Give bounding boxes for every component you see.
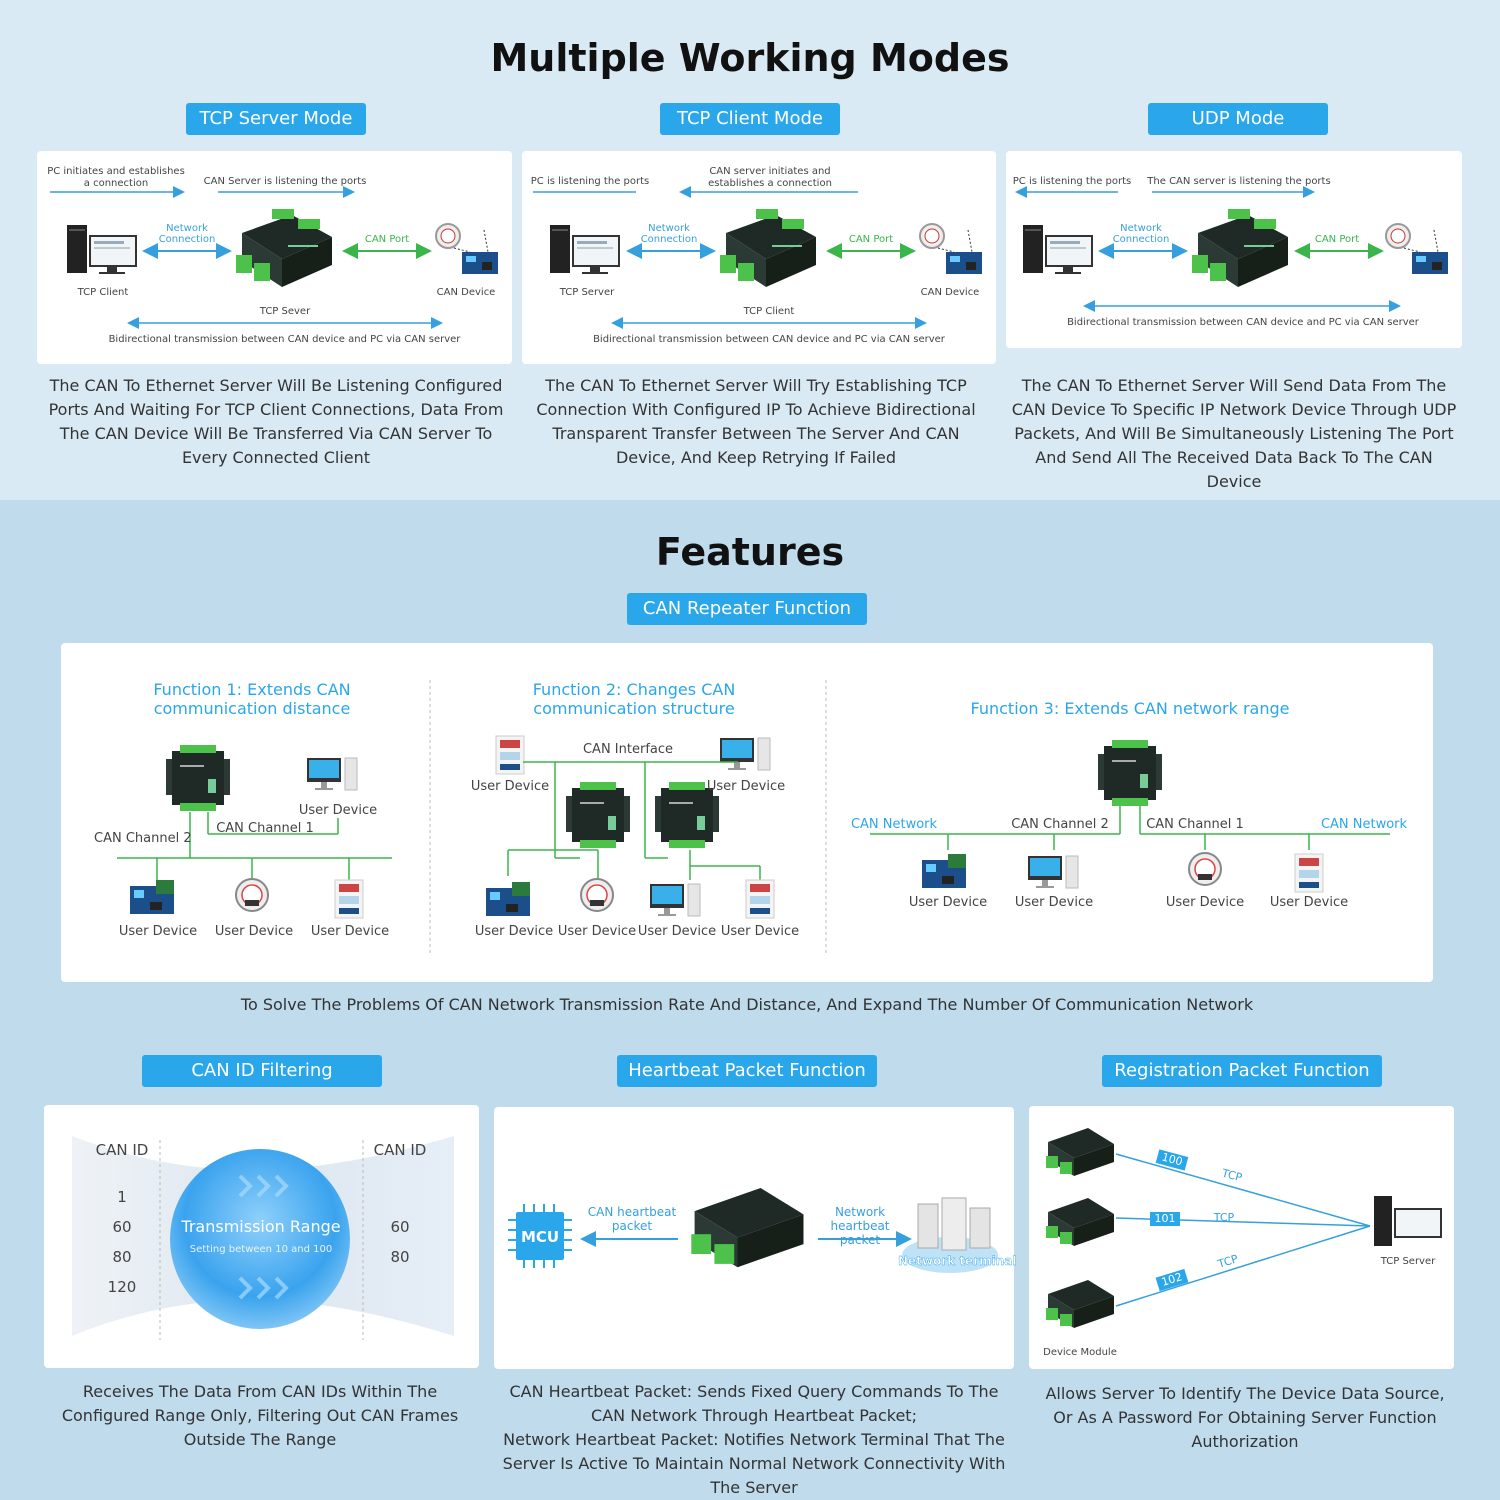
m3-top-left-label: PC is listening the ports — [1012, 176, 1132, 187]
filter-left-id-2: 60 — [112, 1218, 132, 1236]
section-title-features: Features — [655, 530, 845, 574]
mcu-label: MCU — [520, 1228, 560, 1246]
m2-top-right-label: CAN server initiates and establishes a c… — [708, 166, 832, 189]
m1-right-device-label: CAN Device — [436, 287, 496, 298]
filtering-description: Receives The Data From CAN IDs Within Th… — [61, 1382, 459, 1449]
m3-can-port-label: CAN Port — [1314, 234, 1360, 245]
f2-device-2: User Device — [557, 924, 637, 939]
f2-top-device-2: User Device — [706, 779, 786, 794]
m2-can-port-label: CAN Port — [848, 234, 894, 245]
tab-registration-packet: Registration Packet Function — [1102, 1055, 1382, 1087]
network-heartbeat-label: Network heartbeat packet — [830, 1205, 890, 1247]
f3-can-channel-1: CAN Channel 1 — [1146, 817, 1244, 832]
can-heartbeat-label: CAN heartbeat packet — [587, 1205, 677, 1233]
m3-bottom-label: Bidirectional transmission between CAN d… — [1067, 317, 1419, 328]
f1-can-channel-1: CAN Channel 1 — [216, 821, 314, 836]
f3-device-2: User Device — [1014, 895, 1094, 910]
tab-udp-mode: UDP Mode — [1148, 103, 1328, 135]
heartbeat-description-2: Network Heartbeat Packet: Notifies Netwo… — [502, 1430, 1006, 1497]
m1-top-right-label: CAN Server is listening the ports — [203, 176, 367, 187]
reg-tcp-2: TCP — [1213, 1211, 1235, 1224]
m3-description: The CAN To Ethernet Server Will Send Dat… — [1011, 376, 1457, 491]
f3-device-4: User Device — [1269, 895, 1349, 910]
f2-device-1: User Device — [474, 924, 554, 939]
filter-left-id-3: 80 — [112, 1248, 132, 1266]
tab-can-id-filtering: CAN ID Filtering — [142, 1055, 382, 1087]
heartbeat-description-1: CAN Heartbeat Packet: Sends Fixed Query … — [509, 1382, 999, 1425]
reg-device-module-label: Device Module — [1043, 1347, 1117, 1358]
network-terminal-label: Network terminal — [898, 1254, 1017, 1268]
m1-description: The CAN To Ethernet Server Will Be Liste… — [48, 376, 504, 467]
filter-range-sub: Setting between 10 and 100 — [189, 1244, 333, 1255]
repeater-diagram-graphics — [117, 680, 1390, 954]
m1-top-left-label: PC initiates and establishes a connectio… — [47, 166, 185, 189]
m1-bottom-label: Bidirectional transmission between CAN d… — [108, 334, 461, 345]
filter-left-id-4: 120 — [107, 1278, 137, 1296]
f3-title: Function 3: Extends CAN network range — [970, 699, 1290, 718]
repeater-card — [61, 643, 1433, 982]
f3-device-1: User Device — [908, 895, 988, 910]
m1-left-device-label: TCP Client — [77, 287, 129, 298]
filter-right-id-2: 80 — [390, 1248, 410, 1266]
m1-can-port-label: CAN Port — [364, 234, 410, 245]
tab-tcp-server-mode: TCP Server Mode — [186, 103, 366, 135]
f1-can-channel-2: CAN Channel 2 — [94, 831, 192, 846]
tab-can-repeater: CAN Repeater Function — [627, 593, 867, 625]
registration-description: Allows Server To Identify The Device Dat… — [1045, 1384, 1445, 1451]
f1-device-1: User Device — [118, 924, 198, 939]
repeater-caption: To Solve The Problems Of CAN Network Tra… — [240, 995, 1254, 1014]
m2-description: The CAN To Ethernet Server Will Try Esta… — [536, 376, 976, 467]
m2-left-device-label: TCP Server — [559, 287, 615, 298]
f1-device-2: User Device — [214, 924, 294, 939]
tab-tcp-client-mode: TCP Client Mode — [660, 103, 840, 135]
f1-user-device-top: User Device — [298, 803, 378, 818]
f3-can-channel-2: CAN Channel 2 — [1011, 817, 1109, 832]
modes-diagram-graphics — [50, 186, 1449, 329]
tab-heartbeat-packet: Heartbeat Packet Function — [617, 1055, 877, 1087]
m2-top-left-label: PC is listening the ports — [530, 176, 650, 187]
f2-can-interface: CAN Interface — [582, 742, 674, 757]
m2-network-label: Network Connection — [640, 223, 698, 245]
f2-title: Function 2: Changes CAN communication st… — [532, 680, 736, 718]
reg-tcp-server-label: TCP Server — [1380, 1256, 1436, 1267]
m3-top-right-label: The CAN server is listening the ports — [1147, 176, 1331, 187]
m3-network-label: Network Connection — [1112, 223, 1170, 245]
f2-device-3: User Device — [637, 924, 717, 939]
f2-device-4: User Device — [720, 924, 800, 939]
filter-right-head: CAN ID — [373, 1141, 427, 1159]
f1-device-3: User Device — [310, 924, 390, 939]
f3-device-3: User Device — [1165, 895, 1245, 910]
m2-center-device-label: TCP Client — [743, 306, 795, 317]
filter-left-id-1: 1 — [117, 1188, 127, 1206]
m1-network-label: Network Connection — [158, 223, 216, 245]
m1-center-device-label: TCP Sever — [259, 306, 311, 317]
f3-can-network-left: CAN Network — [850, 817, 938, 832]
f1-title: Function 1: Extends CAN communication di… — [153, 680, 351, 718]
filter-range-title: Transmission Range — [181, 1217, 341, 1236]
m2-right-device-label: CAN Device — [920, 287, 980, 298]
reg-id-101: 101 — [1150, 1212, 1180, 1226]
f3-can-network-right: CAN Network — [1320, 817, 1408, 832]
f2-top-device-1: User Device — [470, 779, 550, 794]
filter-left-head: CAN ID — [95, 1141, 149, 1159]
section-title-modes: Multiple Working Modes — [490, 36, 1010, 80]
filter-right-id-1: 60 — [390, 1218, 410, 1236]
m2-bottom-label: Bidirectional transmission between CAN d… — [593, 334, 945, 345]
bottom-graphics — [72, 1128, 1442, 1340]
